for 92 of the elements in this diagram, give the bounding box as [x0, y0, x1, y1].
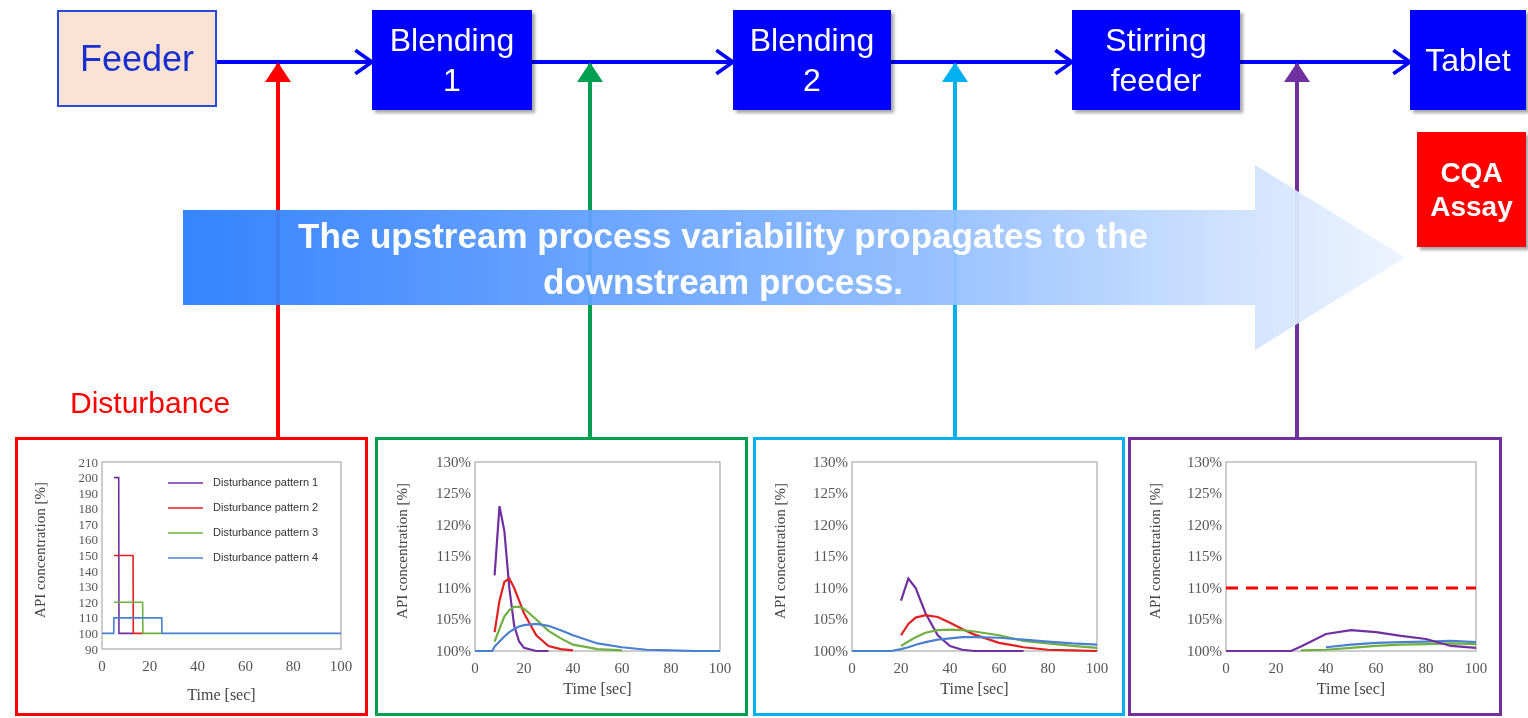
tick-label: 100 [78, 626, 98, 640]
tick-label: 190 [78, 486, 98, 500]
tick-label: 40 [565, 661, 581, 676]
arrow [532, 48, 735, 76]
tick-label: 80 [663, 661, 679, 676]
tick-label: 100% [813, 643, 848, 659]
legend-label: Disturbance pattern 2 [213, 502, 319, 513]
process-box [372, 10, 532, 110]
result-box [1417, 132, 1526, 247]
tick-label: 140 [78, 564, 98, 578]
legend-label: Disturbance pattern 3 [213, 527, 319, 538]
tick-label: 130% [1187, 454, 1222, 470]
axis-title: API concentration [%] [394, 482, 410, 619]
arrow [217, 48, 374, 76]
tick-label: 105% [436, 612, 471, 627]
tick-label: 110% [813, 580, 848, 596]
axis-title: API concentration [%] [32, 481, 48, 618]
panel-heading: Disturbance [70, 388, 231, 418]
tick-label: 130% [436, 454, 471, 470]
axis-title: Time [sec] [940, 681, 1009, 697]
box-label: CQA Assay [1429, 155, 1514, 224]
tick-label: 180 [78, 502, 98, 516]
tick-label: 20 [516, 661, 532, 676]
tick-label: 20 [893, 661, 909, 676]
tick-label: 125% [1187, 486, 1222, 501]
chart-panel [753, 437, 1125, 716]
tick-label: 20 [142, 659, 158, 674]
tick-label: 115% [1187, 549, 1222, 564]
axis-title: API concentration [%] [772, 482, 788, 619]
tick-label: 40 [1318, 661, 1334, 676]
axis-title: Time [sec] [187, 687, 256, 703]
tick-label: 60 [991, 661, 1007, 676]
legend-label: Disturbance pattern 4 [213, 552, 319, 563]
tick-label: 0 [1222, 661, 1230, 676]
tick-label: 0 [98, 659, 106, 674]
axis-title: Time [sec] [563, 681, 632, 697]
tick-label: 100 [1464, 661, 1488, 676]
tick-label: 170 [78, 517, 98, 531]
tick-label: 110% [436, 580, 471, 596]
tick-label: 0 [848, 661, 856, 676]
tick-label: 100% [1187, 643, 1222, 659]
tick-label: 130% [813, 454, 848, 470]
tick-label: 115% [813, 549, 848, 564]
tick-label: 130 [78, 580, 98, 594]
tick-label: 210 [78, 455, 98, 469]
tick-label: 120% [436, 517, 471, 533]
tick-label: 100 [1085, 661, 1109, 676]
tick-label: 60 [614, 661, 630, 676]
tick-label: 200 [78, 471, 98, 485]
tick-label: 60 [237, 659, 253, 674]
block-arrow [183, 165, 1405, 350]
tick-label: 125% [436, 486, 471, 501]
box-label: Stirring feeder [1104, 21, 1208, 100]
tick-label: 80 [285, 659, 301, 674]
tick-label: 40 [190, 659, 206, 674]
tick-label: 20 [1268, 661, 1284, 676]
tick-label: 115% [436, 549, 471, 564]
tick-label: 120 [78, 595, 98, 609]
tick-label: 110 [78, 611, 98, 625]
box-label: Blending 1 [388, 21, 516, 100]
box-label: Feeder [78, 36, 196, 81]
tick-label: 105% [1187, 612, 1222, 627]
tick-label: 100 [329, 659, 353, 674]
axis-title: API concentration [%] [1147, 482, 1163, 619]
process-box [1072, 10, 1240, 110]
tick-label: 110% [1187, 580, 1222, 596]
process-box [1410, 10, 1526, 110]
chart-panel [1128, 437, 1502, 716]
box-label: Tablet [1424, 41, 1512, 80]
tick-label: 80 [1040, 661, 1056, 676]
box-label: Blending 2 [748, 21, 876, 100]
tick-label: 105% [813, 612, 848, 627]
process-box [57, 10, 217, 107]
tick-label: 100% [436, 643, 471, 659]
tick-label: 150 [78, 549, 98, 562]
tick-label: 40 [942, 661, 958, 676]
legend-label: Disturbance pattern 1 [213, 477, 319, 488]
tick-label: 0 [471, 661, 479, 676]
tick-label: 120% [1187, 517, 1222, 533]
tick-label: 90 [85, 642, 98, 656]
tick-label: 60 [1368, 661, 1384, 676]
process-box [733, 10, 891, 110]
chart-panel [375, 437, 748, 716]
arrow-text: The upstream process variability propagates to the downstream process. [297, 215, 1149, 303]
tick-label: 125% [813, 486, 848, 501]
arrow [891, 48, 1074, 76]
arrow [1240, 48, 1412, 76]
axis-title: Time [sec] [1316, 681, 1386, 697]
tick-label: 100 [708, 661, 732, 676]
tick-label: 80 [1418, 661, 1434, 676]
tick-label: 120% [813, 517, 848, 533]
tick-label: 160 [78, 533, 98, 547]
